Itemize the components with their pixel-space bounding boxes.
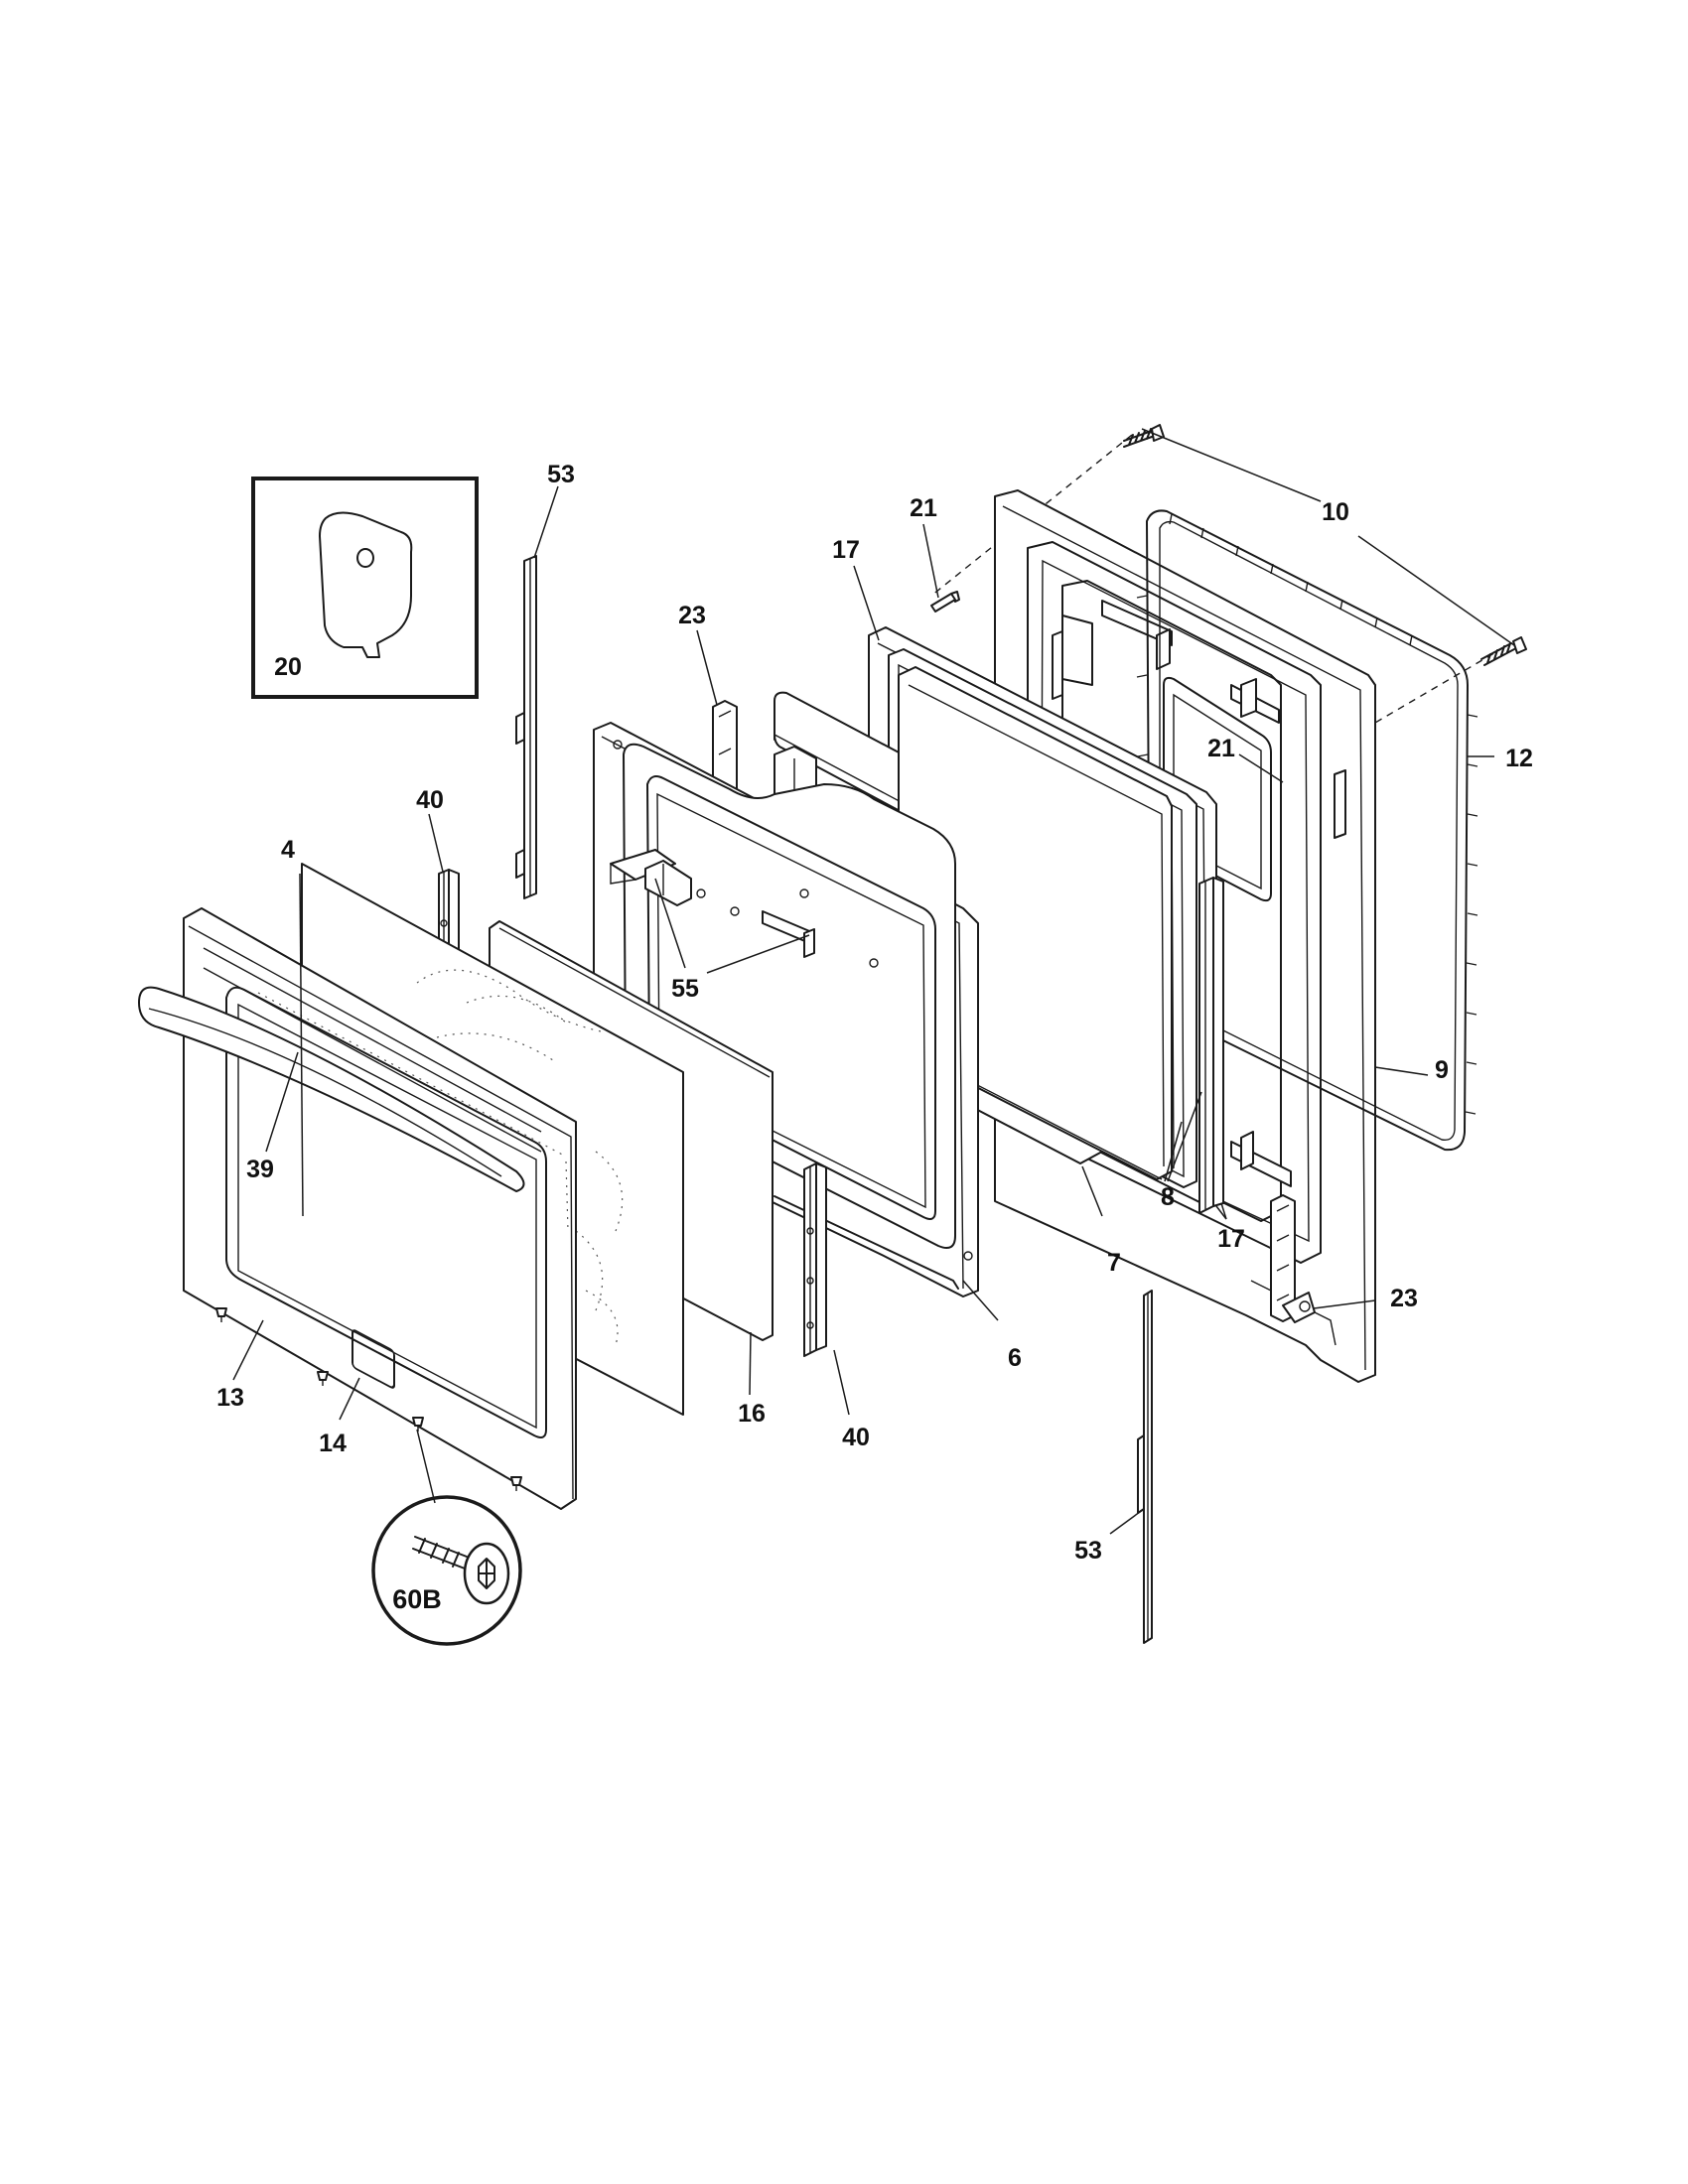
callout-23-top: 23 bbox=[678, 602, 706, 629]
callout-10: 10 bbox=[1322, 498, 1349, 526]
callout-7: 7 bbox=[1107, 1249, 1121, 1277]
leader-lines bbox=[232, 428, 1515, 1535]
callout-14: 14 bbox=[319, 1430, 347, 1457]
callout-8: 8 bbox=[1161, 1183, 1175, 1211]
screw-part-10-bottom bbox=[1480, 636, 1527, 666]
inset-box-part-20 bbox=[251, 477, 479, 699]
callout-40-bottom: 40 bbox=[842, 1424, 870, 1451]
callout-23-bottom: 23 bbox=[1390, 1285, 1418, 1312]
callout-16: 16 bbox=[738, 1400, 766, 1428]
callout-6: 6 bbox=[1008, 1344, 1022, 1372]
callout-60B: 60B bbox=[392, 1584, 442, 1614]
callout-12: 12 bbox=[1505, 745, 1533, 772]
callout-21-mid: 21 bbox=[1207, 735, 1235, 762]
clip-part-21-top bbox=[930, 591, 960, 613]
glass-channel-part-17-bottom bbox=[1198, 877, 1224, 1214]
callout-53-top: 53 bbox=[547, 461, 575, 488]
callout-17-bottom: 17 bbox=[1217, 1225, 1245, 1253]
screw-detail-part-60B bbox=[371, 1495, 522, 1646]
callout-4: 4 bbox=[281, 836, 295, 864]
callout-17-top: 17 bbox=[832, 536, 860, 564]
callout-13: 13 bbox=[216, 1384, 244, 1412]
callout-40-top: 40 bbox=[416, 786, 444, 814]
callout-55: 55 bbox=[671, 975, 699, 1003]
vent-channel-part-53-bottom bbox=[1137, 1290, 1153, 1644]
callout-39: 39 bbox=[246, 1156, 274, 1183]
callout-9: 9 bbox=[1435, 1056, 1449, 1084]
callout-labels: 53 20 21 10 17 23 12 21 40 4 55 9 39 8 1… bbox=[216, 461, 1533, 1614]
callout-21-top: 21 bbox=[910, 494, 937, 522]
callout-53-bottom: 53 bbox=[1074, 1537, 1102, 1565]
callout-20: 20 bbox=[274, 653, 302, 681]
outer-door-part-13 bbox=[138, 907, 577, 1510]
side-bracket-part-40-bottom bbox=[803, 1162, 827, 1357]
latch-part-55 bbox=[644, 860, 692, 906]
hinge-part-23-bottom bbox=[1270, 1194, 1316, 1323]
vent-channel-part-53-top bbox=[515, 555, 537, 899]
